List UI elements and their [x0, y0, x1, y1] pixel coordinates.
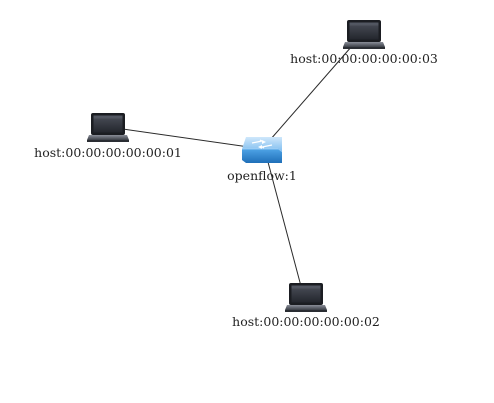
- host-node-03[interactable]: host:00:00:00:00:00:03: [290, 20, 438, 66]
- host-label-02: host:00:00:00:00:00:02: [232, 314, 380, 329]
- host-label-01: host:00:00:00:00:00:01: [34, 145, 182, 160]
- switch-node-openflow-1[interactable]: openflow:1: [227, 137, 297, 183]
- laptop-icon: [285, 283, 327, 312]
- host-node-02[interactable]: host:00:00:00:00:00:02: [232, 283, 380, 329]
- host-label-03: host:00:00:00:00:00:03: [290, 51, 438, 66]
- network-switch-icon: [242, 137, 282, 163]
- laptop-icon: [87, 113, 129, 142]
- switch-label: openflow:1: [227, 168, 297, 183]
- link-switch-host-03: [269, 45, 353, 141]
- link-switch-host-02: [267, 161, 303, 291]
- laptop-icon: [343, 20, 385, 49]
- link-switch-host-01: [115, 127, 257, 149]
- host-node-01[interactable]: host:00:00:00:00:00:01: [34, 113, 182, 160]
